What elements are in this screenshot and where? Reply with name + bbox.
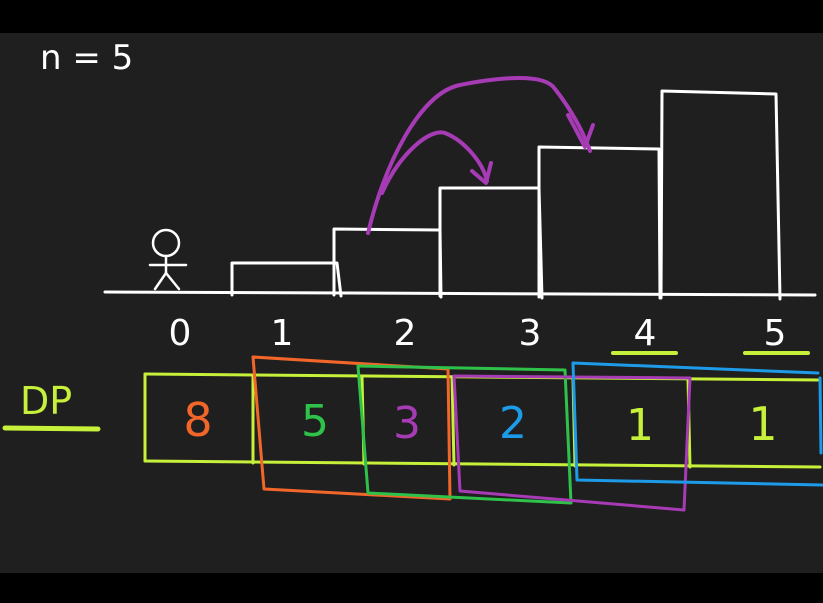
window-box-purple xyxy=(452,374,692,512)
jump-arrow-two-step xyxy=(366,76,592,235)
step-label-2: 2 xyxy=(394,313,417,354)
diagram-canvas: n = 5 0 1 2 xyxy=(2,38,823,512)
stair-step-5 xyxy=(659,89,782,301)
step-label-5: 5 xyxy=(764,313,787,354)
window-box-green xyxy=(356,364,573,505)
dp-cell-5: 1 xyxy=(748,397,777,451)
step-label-4: 4 xyxy=(634,313,657,354)
dp-cell-1: 5 xyxy=(301,396,329,447)
dp-label: DP xyxy=(20,379,72,423)
n-label: n = 5 xyxy=(40,38,133,78)
stair-step-2 xyxy=(332,227,443,299)
whiteboard: n = 5 0 1 2 xyxy=(0,33,823,573)
window-box-blue xyxy=(571,361,823,487)
dp-cell-0: 8 xyxy=(183,393,212,447)
step-label-1: 1 xyxy=(271,313,294,354)
stair-step-3 xyxy=(438,186,544,300)
dp-cell-3: 2 xyxy=(499,398,527,449)
dp-cell-4: 1 xyxy=(626,400,654,451)
dp-cell-2: 3 xyxy=(393,398,421,449)
window-box-blue-edge xyxy=(818,376,823,455)
stair-step-4 xyxy=(537,145,662,300)
ground-line xyxy=(103,290,817,297)
stair-step-1 xyxy=(230,261,343,298)
dp-array xyxy=(143,372,822,469)
jump-arrow-one-step-head xyxy=(470,161,493,185)
dp-label-underline xyxy=(2,425,101,432)
step-label-3: 3 xyxy=(519,313,542,354)
jump-arrow-two-step-head xyxy=(566,113,595,149)
step-label-0: 0 xyxy=(169,313,192,354)
stick-figure-icon xyxy=(148,228,188,291)
jump-arrow-one-step xyxy=(380,130,489,195)
